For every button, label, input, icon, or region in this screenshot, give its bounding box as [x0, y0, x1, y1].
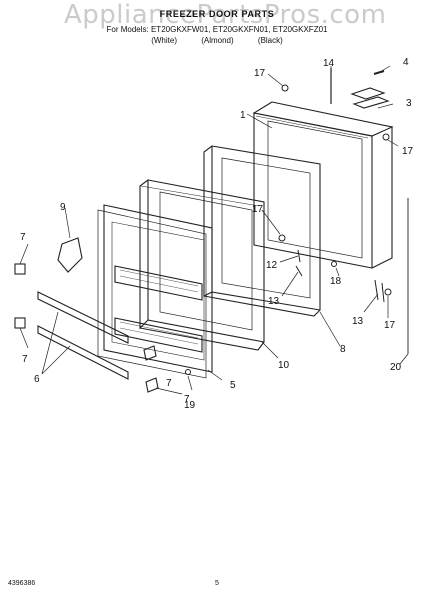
- callout-13: 13: [352, 316, 364, 327]
- callout-7: 7: [166, 378, 172, 389]
- callout-8: 8: [340, 344, 346, 355]
- callout-10: 10: [278, 360, 290, 371]
- clip: [14, 263, 26, 275]
- finish-white: (White): [151, 36, 177, 45]
- watermark: AppliancePartsPros.com: [64, 0, 387, 30]
- callout-3: 3: [406, 98, 412, 109]
- page-number: 5: [215, 580, 219, 587]
- finish-almond: (Almond): [201, 36, 234, 45]
- part-code: 4396386: [8, 580, 36, 587]
- callout-labels: 1 3 4 5 6 7 7 7 7 8 9 10 12 13 13 14 17 …: [20, 57, 414, 411]
- models-line: For Models: ET20GKXFW01, ET20GKXFN01, ET…: [106, 25, 328, 34]
- shelf-bar-lower: [37, 325, 129, 380]
- trim-parts: [350, 70, 390, 109]
- callout-14: 14: [323, 58, 335, 69]
- clip: [14, 317, 26, 329]
- callout-17: 17: [254, 68, 266, 79]
- door-gasket: [139, 179, 265, 351]
- callout-9: 9: [60, 202, 66, 213]
- callout-17: 17: [402, 146, 414, 157]
- callout-20: 20: [390, 362, 402, 373]
- inner-door-liner: [97, 204, 213, 379]
- diagram-title: FREEZER DOOR PARTS: [159, 9, 275, 19]
- finish-line: (White) (Almond) (Black): [0, 36, 434, 45]
- callout-19: 19: [184, 400, 196, 411]
- screws: [185, 84, 392, 375]
- callout-1: 1: [240, 110, 246, 121]
- clip: [145, 377, 159, 393]
- finish-black: (Black): [257, 36, 283, 45]
- callout-17: 17: [252, 204, 264, 215]
- callout-18: 18: [330, 276, 342, 287]
- callout-12: 12: [266, 260, 278, 271]
- callout-17: 17: [384, 320, 396, 331]
- callout-7: 7: [20, 232, 26, 243]
- callout-13: 13: [268, 296, 280, 307]
- callout-7: 7: [22, 354, 28, 365]
- outer-door-panel: [252, 101, 394, 269]
- clip: [143, 345, 157, 361]
- callout-4: 4: [403, 57, 409, 68]
- callout-5: 5: [230, 380, 236, 391]
- door-frame: [203, 145, 321, 317]
- callout-6: 6: [34, 374, 40, 385]
- callout-7: 7: [184, 394, 190, 405]
- leader-lines: [19, 65, 409, 395]
- shelf-bar-upper: [37, 291, 129, 344]
- bracket: [57, 237, 83, 273]
